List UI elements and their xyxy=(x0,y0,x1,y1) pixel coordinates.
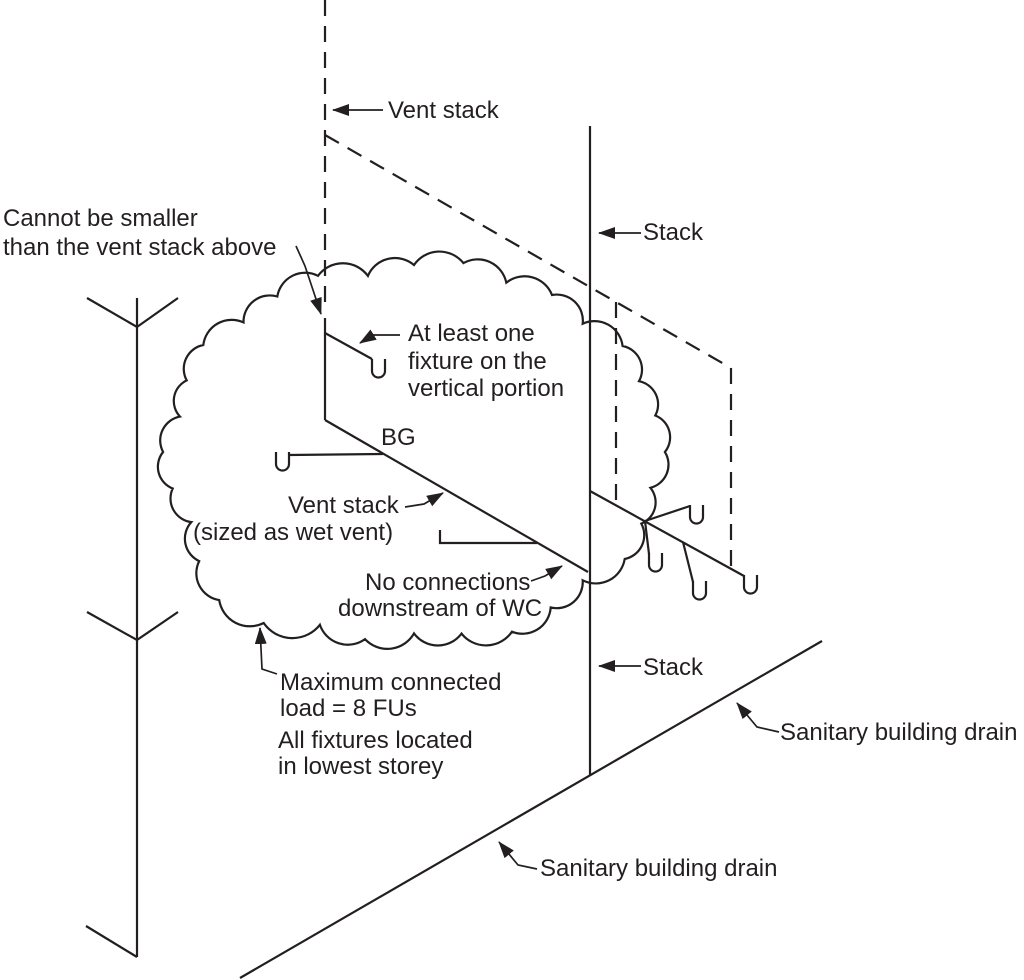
label-wet-vent-line1: Vent stack xyxy=(288,492,400,519)
p-trap-symbol-6 xyxy=(742,575,759,595)
leader-wet-vent xyxy=(404,492,444,508)
p-trap-symbol-1 xyxy=(370,359,387,379)
wet-vent-diagonal-line xyxy=(324,419,589,573)
left-pipe-elbow-line xyxy=(85,925,138,958)
label-at-least-one-line3: vertical portion xyxy=(408,375,564,402)
leader-at-least-one xyxy=(359,329,400,344)
label-max-load-line1: Maximum connected xyxy=(280,669,501,696)
label-sanitary-drain-upper: Sanitary building drain xyxy=(780,719,1017,746)
leader-max-load xyxy=(254,627,278,675)
vertical-portion-fixture-branch xyxy=(324,332,373,360)
label-sanitary-drain-lower: Sanitary building drain xyxy=(540,855,777,882)
leader-no-connections xyxy=(530,565,563,582)
label-all-fixtures-line1: All fixtures located xyxy=(278,727,473,754)
label-all-fixtures-line2: in lowest storey xyxy=(278,753,443,780)
label-stack-upper: Stack xyxy=(643,219,704,246)
lower-fixture-drain-line xyxy=(438,530,537,545)
label-vent-stack-top: Vent stack xyxy=(388,97,500,124)
fixture-branch-line-3 xyxy=(681,541,695,583)
revision-cloud xyxy=(156,250,672,650)
future-vent-dashed-diagonal xyxy=(324,134,732,369)
label-wet-vent-line2: (sized as wet vent) xyxy=(193,519,393,546)
label-no-connections-line2: downstream of WC xyxy=(338,595,542,622)
p-trap-symbol-5 xyxy=(691,581,708,601)
sanitary-drain-line xyxy=(239,640,823,979)
label-bg-marker: BG xyxy=(381,424,416,451)
break-chevron-top-icon xyxy=(86,297,179,329)
label-stack-lower: Stack xyxy=(643,654,704,681)
p-trap-symbol-2 xyxy=(274,452,291,472)
left-continuation-pipe xyxy=(85,297,179,958)
left-fixture-drain-line xyxy=(288,452,384,457)
leader-sanitary-lower xyxy=(498,841,538,870)
label-cannot-smaller-line1: Cannot be smaller xyxy=(3,205,198,232)
label-max-load-line2: load = 8 FUs xyxy=(280,695,417,722)
p-trap-symbol-3 xyxy=(688,505,705,525)
p-trap-symbol-4 xyxy=(647,553,664,573)
label-at-least-one-line1: At least one xyxy=(408,320,535,347)
fixture-branch-line-2 xyxy=(643,520,651,555)
label-cannot-smaller-line2: than the vent stack above xyxy=(3,234,277,261)
leader-cannot-smaller xyxy=(295,245,322,315)
fixture-branch-line-1 xyxy=(644,504,691,523)
break-chevron-middle-icon xyxy=(86,611,179,642)
leader-sanitary-upper xyxy=(736,702,780,733)
label-no-connections-line1: No connections xyxy=(365,569,530,596)
wc-branch-drain-line xyxy=(589,490,745,577)
label-at-least-one-line2: fixture on the xyxy=(408,348,547,375)
